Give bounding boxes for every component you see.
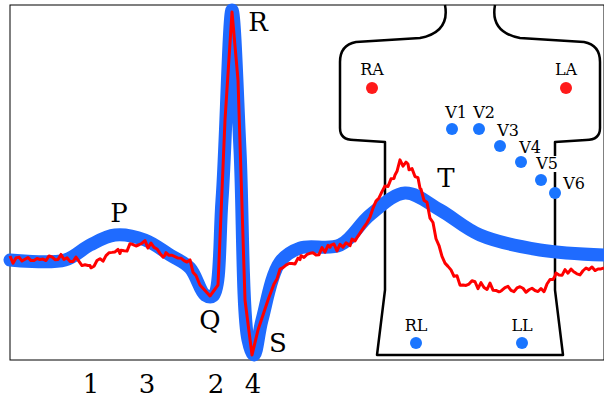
electrode-dot xyxy=(494,140,506,152)
interval-number: 2 xyxy=(208,371,225,397)
electrode-dot xyxy=(516,337,528,349)
electrode-label: V1 xyxy=(444,105,468,121)
torso-outline xyxy=(340,5,600,355)
electrode-dot xyxy=(560,82,572,94)
interval-number: 1 xyxy=(83,371,100,397)
interval-number: 3 xyxy=(139,371,156,397)
wave-label: S xyxy=(269,330,287,356)
wave-label: T xyxy=(437,165,454,191)
electrode-label: RL xyxy=(404,318,429,334)
interval-number: 4 xyxy=(245,371,262,397)
electrode-dot xyxy=(446,123,458,135)
electrode-dot xyxy=(366,82,378,94)
electrode-dot xyxy=(549,187,561,199)
electrode-dot xyxy=(515,156,527,168)
electrode-label: V6 xyxy=(562,176,586,192)
recorded-ecg-trace xyxy=(10,12,604,355)
electrode-label: RA xyxy=(359,62,385,78)
electrode-dot xyxy=(535,174,547,186)
electrode-label: V2 xyxy=(472,105,496,121)
electrode-label: V3 xyxy=(496,123,520,139)
wave-label: P xyxy=(110,200,128,226)
wave-label: R xyxy=(248,9,268,35)
plot-frame xyxy=(10,5,604,360)
electrode-dot xyxy=(410,337,422,349)
ideal-ecg-trace xyxy=(10,10,604,355)
electrode-label: V5 xyxy=(535,156,559,172)
electrode-label: V4 xyxy=(518,140,542,156)
wave-label: Q xyxy=(199,307,220,333)
electrode-label: LL xyxy=(510,318,533,334)
electrode-label: LA xyxy=(554,62,578,78)
electrode-dot xyxy=(473,123,485,135)
